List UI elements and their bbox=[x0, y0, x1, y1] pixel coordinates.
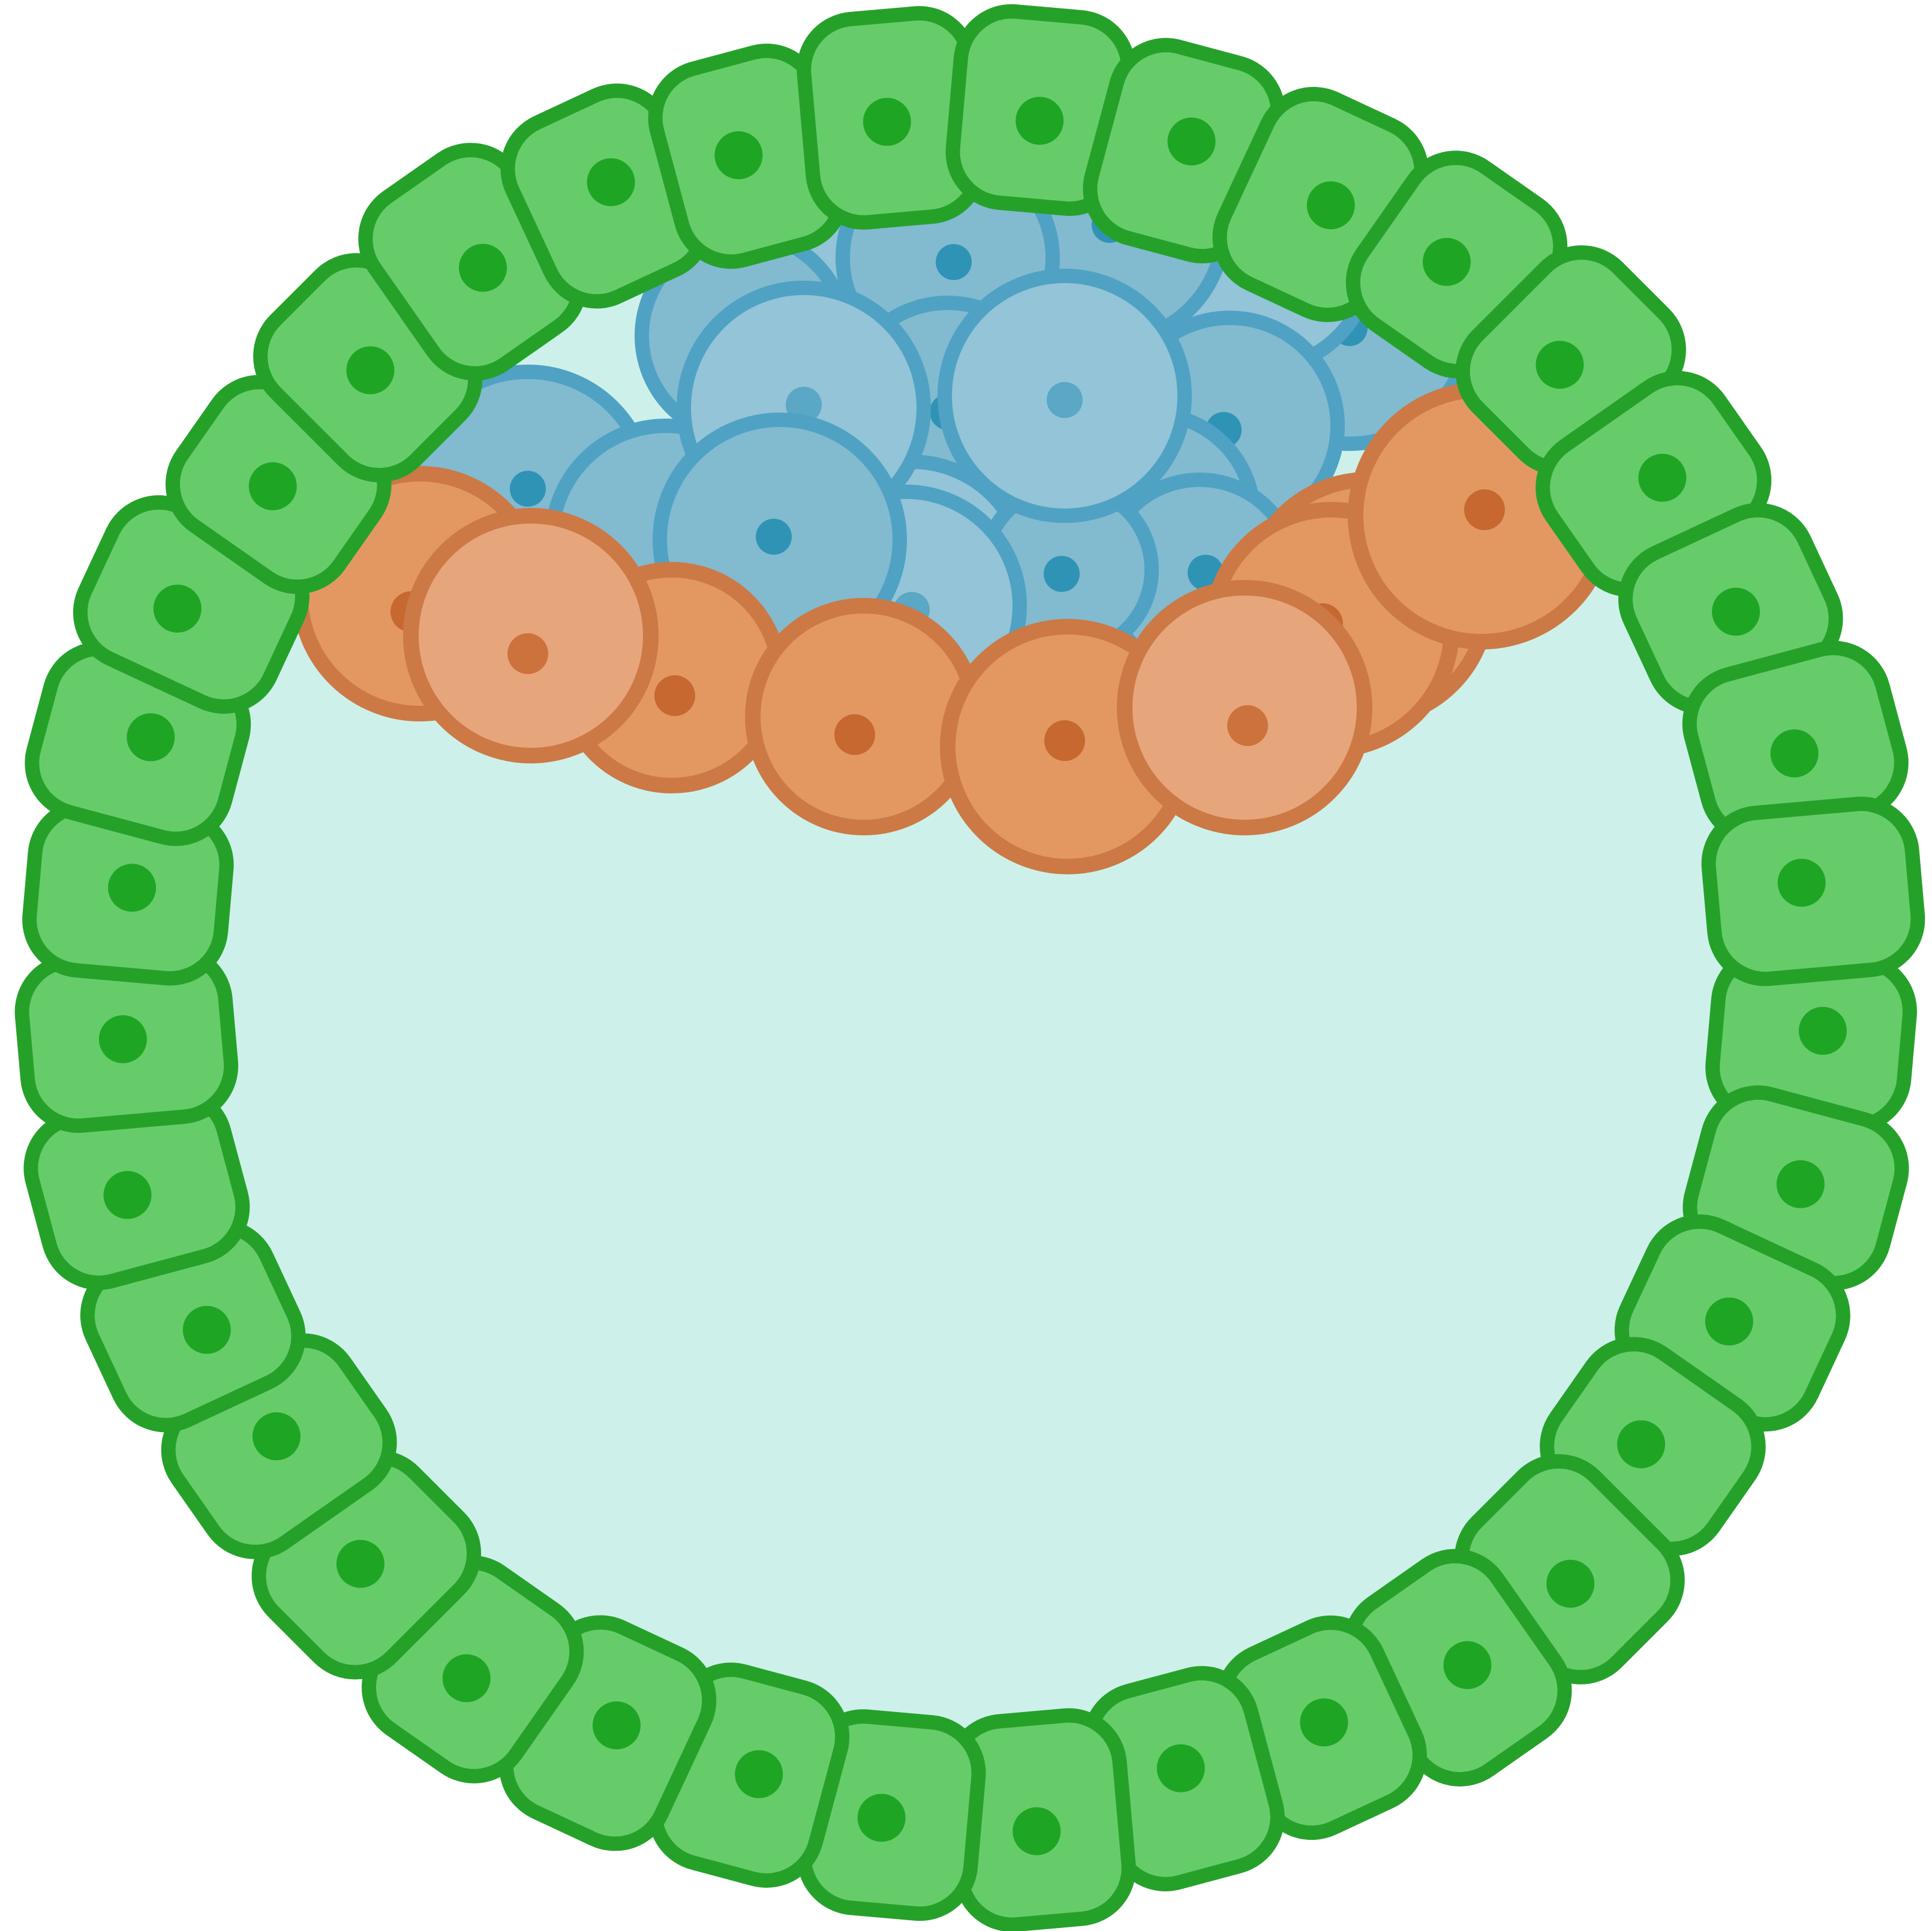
epiblast-nucleus bbox=[936, 244, 972, 280]
trophoblast-nucleus bbox=[248, 462, 297, 510]
epiblast-nucleus bbox=[510, 471, 546, 507]
trophoblast-nucleus bbox=[1798, 1006, 1847, 1055]
epiblast-nucleus bbox=[756, 519, 792, 555]
trophoblast-nucleus bbox=[103, 1171, 152, 1219]
hypoblast-nucleus bbox=[834, 714, 875, 755]
trophoblast-cell-group bbox=[1701, 796, 1925, 986]
trophoblast-nucleus bbox=[1167, 117, 1216, 166]
trophoblast-nucleus bbox=[587, 158, 635, 206]
trophoblast-nucleus bbox=[1443, 1641, 1492, 1689]
trophoblast-nucleus bbox=[346, 346, 395, 395]
trophoblast-nucleus bbox=[1638, 453, 1687, 502]
trophoblast-nucleus bbox=[1776, 1160, 1825, 1208]
trophoblast-nucleus bbox=[857, 1794, 906, 1842]
trophoblast-nucleus bbox=[1617, 1420, 1666, 1469]
hypoblast-nucleus bbox=[507, 633, 548, 674]
trophoblast-layer bbox=[14, 4, 1925, 1931]
trophoblast-nucleus bbox=[714, 131, 763, 179]
trophoblast-cell-group bbox=[1082, 1666, 1285, 1891]
trophoblast-nucleus bbox=[442, 1654, 491, 1703]
hypoblast-nucleus bbox=[1227, 705, 1268, 746]
trophoblast-nucleus bbox=[1015, 97, 1064, 145]
hypoblast-nucleus bbox=[1044, 720, 1085, 761]
trophoblast-nucleus bbox=[1705, 1297, 1753, 1346]
epiblast-nucleus bbox=[1044, 556, 1080, 592]
hypoblast-nucleus bbox=[654, 675, 695, 716]
trophoblast-nucleus bbox=[98, 1015, 147, 1063]
trophoblast-nucleus bbox=[1422, 237, 1471, 286]
trophoblast-nucleus bbox=[1012, 1807, 1061, 1855]
hypoblast-nucleus bbox=[1464, 489, 1505, 530]
trophoblast-nucleus bbox=[1300, 1698, 1348, 1747]
trophoblast-nucleus bbox=[735, 1750, 783, 1798]
trophoblast-nucleus bbox=[1770, 729, 1819, 778]
epiblast-nucleus bbox=[1047, 382, 1083, 418]
trophoblast-cell-group bbox=[1215, 1615, 1427, 1840]
trophoblast-nucleus bbox=[153, 584, 202, 633]
trophoblast-nucleus bbox=[1156, 1744, 1205, 1792]
trophoblast-nucleus bbox=[336, 1539, 384, 1588]
trophoblast-nucleus bbox=[459, 243, 507, 292]
trophoblast-nucleus bbox=[1546, 1559, 1595, 1608]
trophoblast-nucleus bbox=[1306, 181, 1355, 230]
trophoblast-nucleus bbox=[182, 1306, 231, 1354]
trophoblast-nucleus bbox=[863, 98, 911, 146]
trophoblast-cell-group bbox=[797, 1709, 986, 1921]
trophoblast-nucleus bbox=[252, 1412, 301, 1461]
trophoblast-nucleus bbox=[1712, 588, 1760, 636]
trophoblast-nucleus bbox=[592, 1701, 641, 1750]
trophoblast-nucleus bbox=[1536, 341, 1584, 389]
trophoblast-nucleus bbox=[108, 864, 157, 912]
trophoblast-cell-group bbox=[23, 1085, 250, 1290]
trophoblast-nucleus bbox=[127, 713, 175, 762]
trophoblast-nucleus bbox=[1777, 859, 1826, 907]
